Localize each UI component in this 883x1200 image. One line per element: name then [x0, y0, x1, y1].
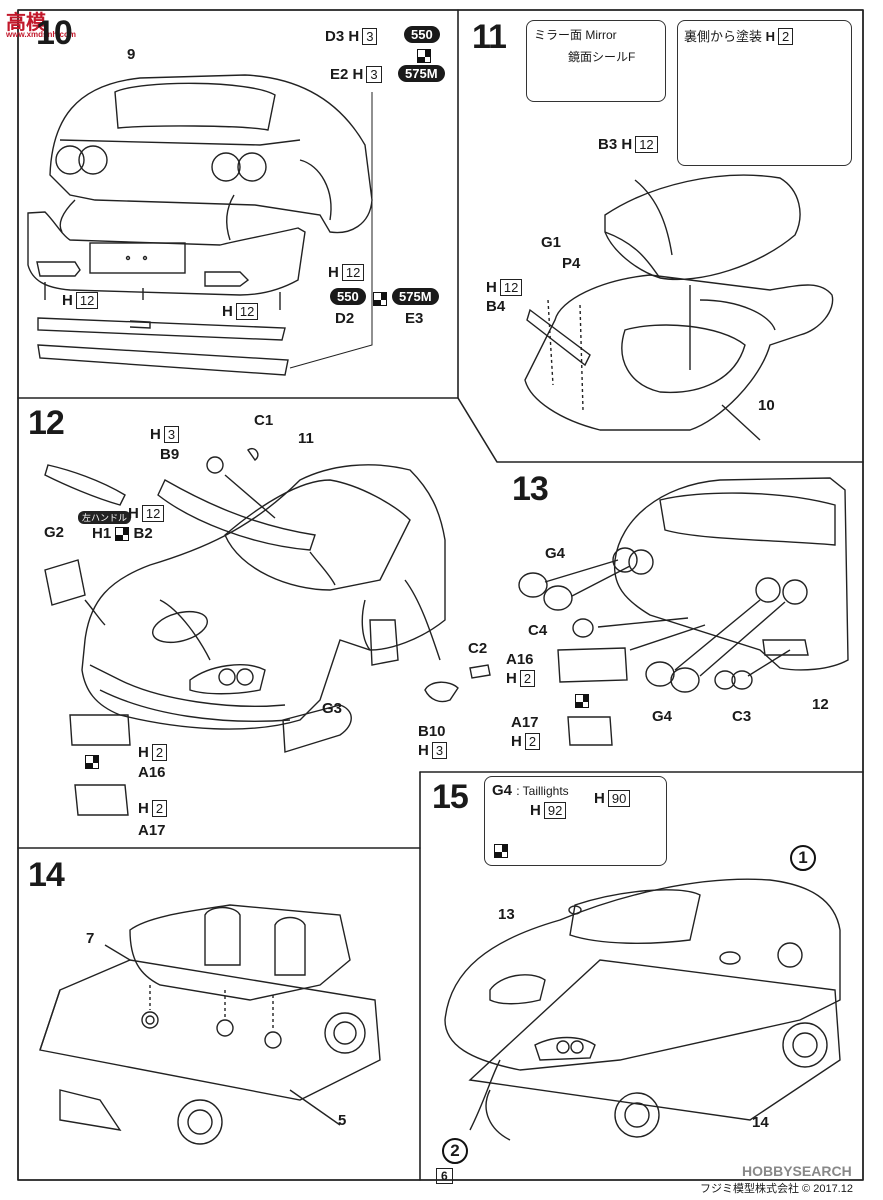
- taillight-title: G4 : Taillights: [492, 782, 569, 799]
- checker-icon: [373, 290, 387, 308]
- part-label: B10: [418, 723, 446, 740]
- step15-art: [444, 819, 841, 1141]
- part-label: B4: [486, 298, 506, 315]
- watermark: HOBBYSEARCH: [742, 1163, 852, 1179]
- color-550-badge: 550: [404, 26, 440, 44]
- checker-icon: [85, 753, 99, 771]
- part-label: P4: [562, 255, 581, 272]
- color-575m-badge: 575M: [398, 65, 445, 83]
- part-label: C4: [528, 622, 548, 639]
- step-number-11: 11: [472, 18, 507, 56]
- part-label: 11: [298, 430, 314, 447]
- part-label: G3: [322, 700, 343, 717]
- step-number-14: 14: [28, 856, 65, 894]
- part-label: G1: [541, 234, 562, 251]
- part-label: 14: [752, 1114, 769, 1131]
- part-label: 12: [812, 696, 829, 713]
- part-label: 10: [758, 397, 775, 414]
- step13-art: [518, 477, 849, 746]
- site-logo: 高模: [6, 12, 46, 34]
- sequence-circle-2: 2: [442, 1138, 468, 1164]
- step14-art: [39, 904, 381, 1145]
- divider: [17, 847, 421, 1181]
- part-label: 7: [86, 930, 95, 947]
- part-label: B9: [160, 446, 180, 463]
- color-550-badge: 550: [330, 288, 366, 306]
- checker-icon: [575, 692, 589, 710]
- site-url: www.xmdsnh.com: [6, 30, 76, 39]
- step10-art: [27, 74, 373, 376]
- page-frame: [17, 9, 864, 1181]
- part-label: C3: [732, 708, 752, 725]
- part-label: E3: [405, 310, 424, 327]
- part-label: D2: [335, 310, 355, 327]
- page-number: 6: [436, 1168, 453, 1184]
- lhd-tag: 左ハンドル: [78, 511, 132, 524]
- part-label: 9: [127, 46, 136, 63]
- part-label: A17: [138, 822, 166, 839]
- checker-icon: [417, 47, 431, 65]
- mirror-note: [526, 20, 666, 102]
- color-575m-badge: 575M: [392, 288, 439, 306]
- part-label: 5: [338, 1112, 347, 1129]
- mirror-sub: 鏡面シールF: [568, 50, 636, 64]
- checker-icon: [494, 842, 508, 860]
- paint-back-note: [677, 20, 852, 166]
- part-h1-b2: H1 B2: [92, 525, 153, 542]
- part-label: G4: [545, 545, 566, 562]
- part-label: A16: [506, 651, 534, 668]
- taillight-note: [484, 776, 667, 866]
- part-label: G2: [44, 524, 65, 541]
- step-number-12: 12: [28, 404, 65, 442]
- part-label: A17: [511, 714, 539, 731]
- step-number-13: 13: [512, 470, 549, 508]
- part-label: C1: [254, 412, 274, 429]
- step12-art: [44, 448, 491, 816]
- part-label: A16: [138, 764, 166, 781]
- part-label: C2: [468, 640, 488, 657]
- step-number-10: 10: [36, 14, 73, 52]
- mirror-title: ミラー面 Mirror: [534, 28, 617, 42]
- footer-company: フジミ模型株式会社 © 2017.12: [700, 1183, 853, 1195]
- step-number-15: 15: [432, 778, 469, 816]
- part-label: G4: [652, 708, 673, 725]
- divider: [17, 397, 864, 463]
- part-label: 13: [498, 906, 515, 923]
- sequence-circle-1: 1: [790, 845, 816, 871]
